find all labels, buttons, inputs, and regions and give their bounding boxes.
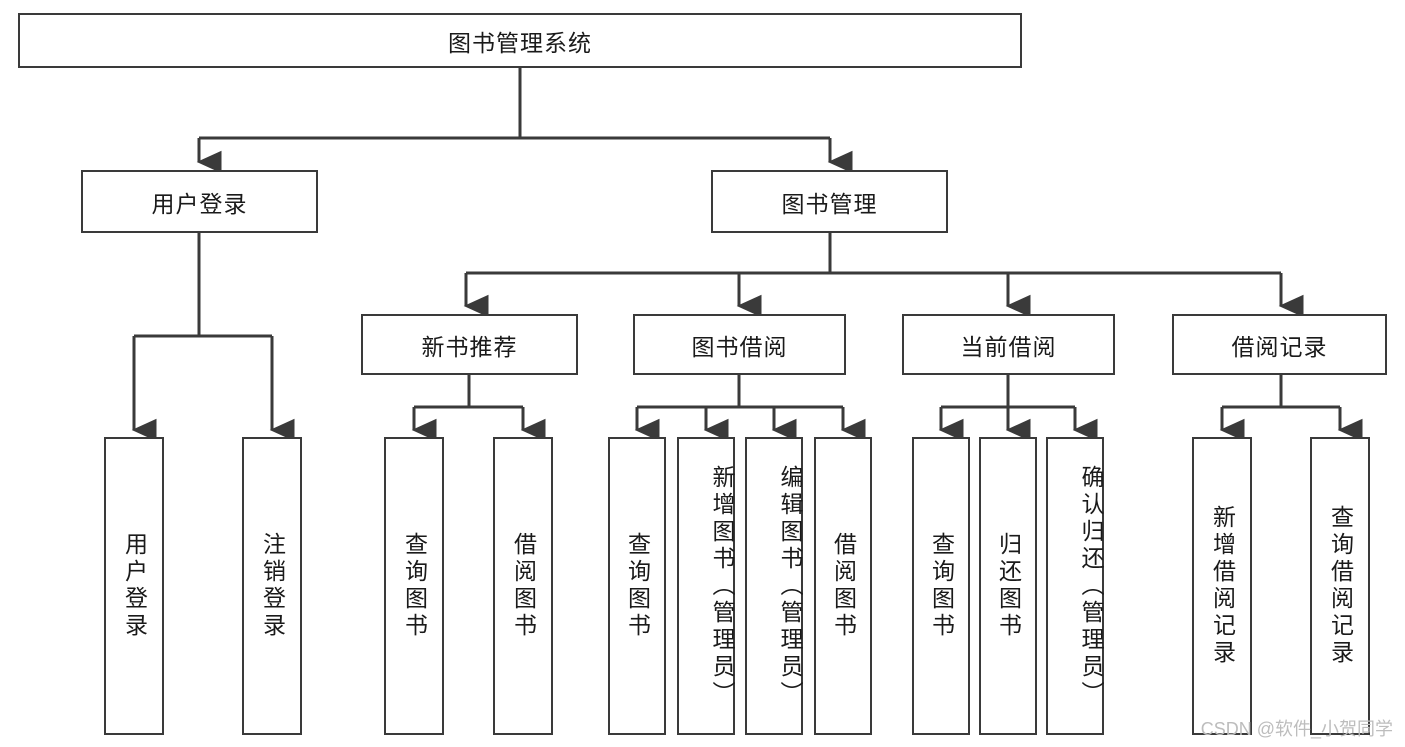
node-leaf-query-record[interactable]: 查询借阅记录 xyxy=(1310,437,1370,735)
node-borrow-record[interactable]: 借阅记录 xyxy=(1172,314,1387,375)
node-root[interactable]: 图书管理系统 xyxy=(18,13,1022,68)
node-leaf-edit-book[interactable]: 编辑图书（管理员） xyxy=(745,437,803,735)
node-leaf-return-book[interactable]: 归还图书 xyxy=(979,437,1037,735)
node-current-borrow[interactable]: 当前借阅 xyxy=(902,314,1115,375)
node-user-login[interactable]: 用户登录 xyxy=(81,170,318,233)
node-leaf-user-login[interactable]: 用户登录 xyxy=(104,437,164,735)
node-leaf-confirm-return[interactable]: 确认归还（管理员） xyxy=(1046,437,1104,735)
node-new-book-recommend[interactable]: 新书推荐 xyxy=(361,314,578,375)
node-leaf-add-record[interactable]: 新增借阅记录 xyxy=(1192,437,1252,735)
node-leaf-borrow-book-1[interactable]: 借阅图书 xyxy=(493,437,553,735)
node-leaf-query-book-2[interactable]: 查询图书 xyxy=(608,437,666,735)
node-leaf-add-book[interactable]: 新增图书（管理员） xyxy=(677,437,735,735)
node-book-manage[interactable]: 图书管理 xyxy=(711,170,948,233)
node-leaf-query-book-1[interactable]: 查询图书 xyxy=(384,437,444,735)
node-leaf-borrow-book-2[interactable]: 借阅图书 xyxy=(814,437,872,735)
node-book-borrow[interactable]: 图书借阅 xyxy=(633,314,846,375)
node-leaf-query-book-3[interactable]: 查询图书 xyxy=(912,437,970,735)
node-leaf-logout[interactable]: 注销登录 xyxy=(242,437,302,735)
